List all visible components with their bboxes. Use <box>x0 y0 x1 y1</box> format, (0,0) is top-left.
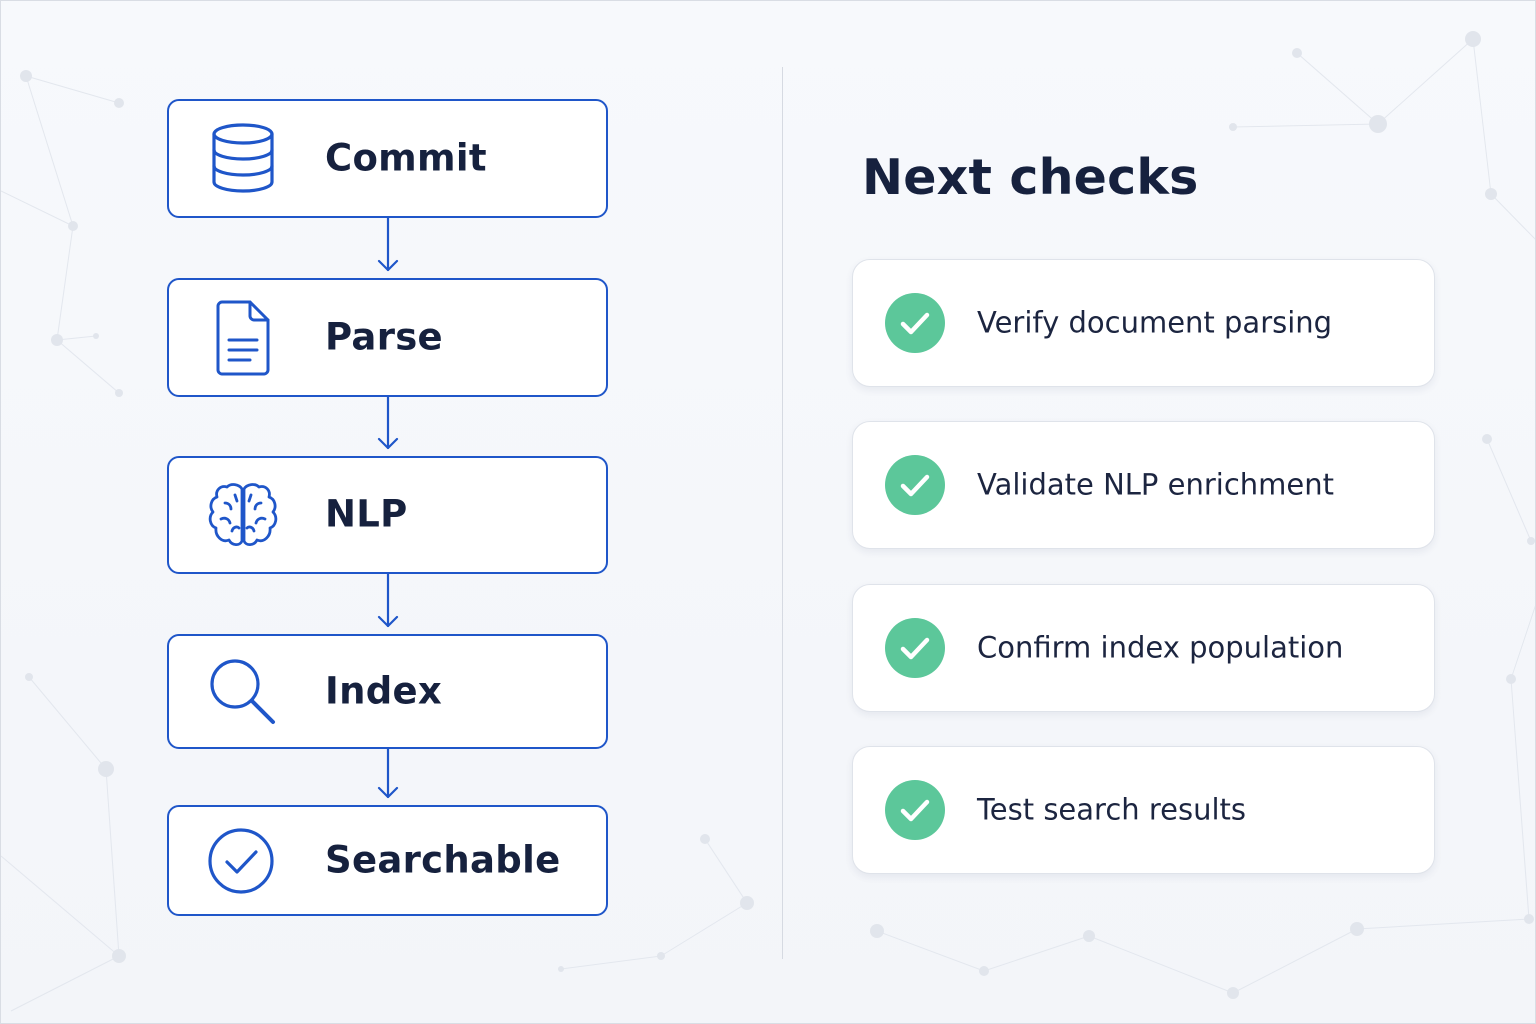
stage-nlp[interactable]: NLP <box>167 456 608 574</box>
check-badge-icon <box>885 618 945 678</box>
check-item[interactable]: Test search results <box>852 746 1435 874</box>
check-label: Validate NLP enrichment <box>977 467 1335 502</box>
flow-arrow <box>377 749 399 799</box>
check-item[interactable]: Verify document parsing <box>852 259 1435 387</box>
stage-label: Searchable <box>325 838 561 882</box>
stage-label: NLP <box>325 492 408 536</box>
check-item[interactable]: Validate NLP enrichment <box>852 421 1435 549</box>
stage-commit[interactable]: Commit <box>167 99 608 218</box>
check-label: Verify document parsing <box>977 305 1333 340</box>
database-icon <box>205 121 281 197</box>
flow-arrow <box>377 397 399 450</box>
check-badge-icon <box>885 780 945 840</box>
flow-arrow <box>377 218 399 272</box>
stage-label: Commit <box>325 136 487 180</box>
stage-parse[interactable]: Parse <box>167 278 608 397</box>
checks-title: Next checks <box>862 149 1199 206</box>
check-circle-icon <box>203 823 279 899</box>
check-label: Confirm index population <box>977 630 1344 665</box>
brain-icon <box>205 477 281 553</box>
document-icon <box>205 300 281 376</box>
check-label: Test search results <box>977 792 1247 827</box>
check-item[interactable]: Confirm index population <box>852 584 1435 712</box>
stage-index[interactable]: Index <box>167 634 608 749</box>
stage-searchable[interactable]: Searchable <box>167 805 608 916</box>
check-badge-icon <box>885 293 945 353</box>
search-icon <box>205 654 281 730</box>
flow-arrow <box>377 574 399 628</box>
stage-label: Parse <box>325 315 443 359</box>
stage-label: Index <box>325 669 443 713</box>
section-divider <box>782 67 783 959</box>
check-badge-icon <box>885 455 945 515</box>
